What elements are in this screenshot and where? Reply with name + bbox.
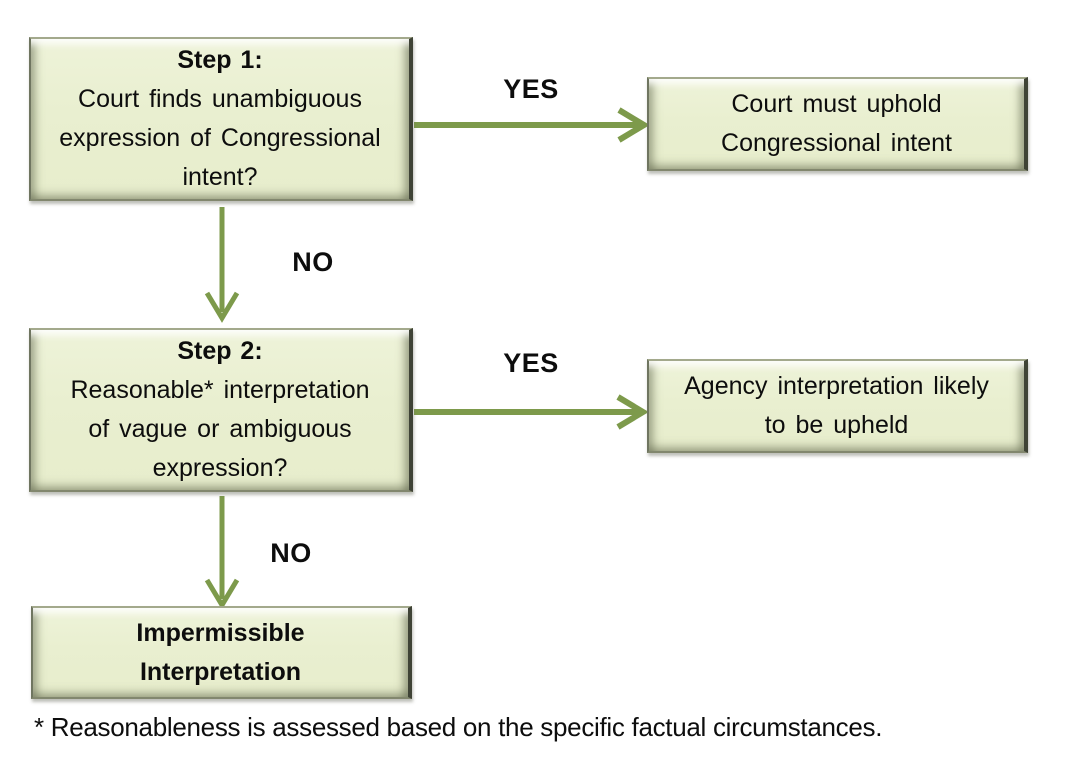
outcome1-box: Court must uphold Congressional intent (647, 77, 1028, 171)
step1-box-line1: Court finds unambiguous (78, 85, 362, 113)
step1-box-line2: expression of Congressional (59, 124, 381, 152)
step2-no-label: NO (270, 538, 312, 568)
outcome3-box-line1: Impermissible (136, 618, 305, 647)
step2-box: Step 2: Reasonable* interpretation of va… (29, 328, 413, 492)
step2-yes-arrow (414, 394, 649, 430)
step1-yes-label: YES (503, 74, 559, 104)
step1-box: Step 1: Court finds unambiguous expressi… (29, 37, 413, 201)
outcome2-box: Agency interpretation likely to be uphel… (647, 359, 1028, 453)
outcome2-box-line1: Agency interpretation likely (684, 372, 989, 400)
outcome3-box: Impermissible Interpretation (31, 606, 412, 699)
outcome3-box-line2: Interpretation (139, 657, 302, 686)
reasonableness-footnote: * Reasonableness is assessed based on th… (34, 712, 883, 742)
step1-box-title: Step 1: (177, 46, 263, 74)
step1-no-arrow (204, 207, 240, 323)
step2-yes-label: YES (503, 348, 559, 378)
step2-box-line3: expression? (152, 454, 288, 482)
step1-no-label: NO (292, 247, 334, 277)
step2-box-title: Step 2: (177, 337, 263, 365)
step1-yes-arrow (414, 107, 650, 143)
step2-box-line2: of vague or ambiguous (88, 415, 352, 443)
outcome2-box-line2: to be upheld (764, 411, 909, 439)
step1-box-line3: intent? (182, 163, 258, 191)
step2-box-line1: Reasonable* interpretation (70, 376, 370, 404)
outcome1-box-line1: Court must uphold (731, 90, 942, 118)
outcome1-box-line2: Congressional intent (721, 129, 952, 157)
